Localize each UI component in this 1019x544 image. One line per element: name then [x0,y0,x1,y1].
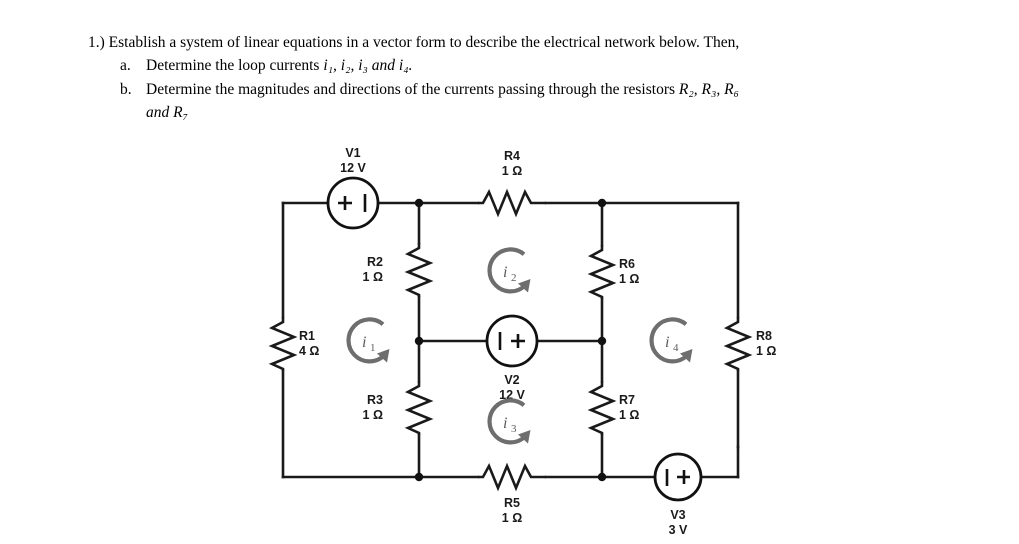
question-parts-list: a. Determine the loop currents i₁, i₂, i… [88,55,988,102]
voltage-source-V1-name: V1 [345,146,360,160]
resistor-R3: R3 1 Ω [363,381,434,435]
voltage-source-V1-value: 12 V [340,161,366,175]
voltage-source-V1-body [326,176,380,230]
resistor-R2-value: 1 Ω [363,270,383,284]
resistor-R6: R6 1 Ω [587,245,639,299]
resistor-R8-zigzag [723,317,753,371]
question-part-b: b. Determine the magnitudes and directio… [88,79,988,102]
part-b-vars: R₂, R₃, R₆ [678,81,739,99]
resistor-R5-value: 1 Ω [502,511,522,525]
resistor-R3-name: R3 [367,393,383,407]
loop-current-i1: i 1 [346,317,390,364]
loop-current-i4: i 4 [649,317,693,364]
resistor-R5-zigzag [478,462,546,492]
loop-current-i1-arc [346,317,386,364]
part-a-marker: a. [120,57,131,75]
resistor-R4-value: 1 Ω [502,164,522,178]
resistor-R7-value: 1 Ω [619,408,639,422]
question-part-a: a. Determine the loop currents i₁, i₂, i… [88,55,988,78]
junction-node-A [414,198,424,208]
resistor-R7-zigzag [587,381,617,435]
resistor-R7: R7 1 Ω [587,381,639,435]
voltage-source-V2-plus [511,334,525,348]
loop-current-i2: i 2 [487,247,531,294]
loop-current-i3: i 3 [487,398,531,445]
part-b-continuation: and R₇ [146,104,188,122]
part-a-text: Determine the loop currents i₁, i₂, i₃ a… [146,55,988,78]
resistor-R3-value: 1 Ω [363,408,383,422]
voltage-source-V2-name: V2 [504,373,519,387]
resistor-R5: R5 1 Ω [478,462,546,525]
question-block: 1.) Establish a system of linear equatio… [88,32,988,125]
loop-current-i4-subscript: 4 [673,342,679,354]
loop-current-i3-arrowhead [518,430,531,444]
junction-node-B [597,198,607,208]
resistor-R5-name: R5 [504,496,520,510]
loop-current-i1-arrowhead [377,349,390,363]
loop-current-i2-subscript: 2 [511,272,517,284]
resistor-R1-name: R1 [299,329,315,343]
loop-current-i2-label: i [503,264,507,281]
wire-network [281,201,740,479]
loop-current-i3-label: i [503,415,507,432]
part-a-text-before: Determine the loop currents [146,57,324,75]
resistor-R8: R8 1 Ω [723,317,776,371]
resistor-R8-name: R8 [756,329,772,343]
circuit-diagram: R1 4 Ω R2 1 Ω R3 1 Ω R4 1 Ω R5 1 Ω R6 1 … [0,132,1019,544]
loop-current-i3-subscript: 3 [511,423,517,435]
junction-node-D [597,336,607,346]
part-b-marker: b. [120,81,132,99]
resistor-R2: R2 1 Ω [363,243,434,297]
loop-current-i4-label: i [665,334,669,351]
voltage-source-V1: V1 12 V [326,146,380,230]
junction-node-E [414,472,424,482]
resistor-R6-value: 1 Ω [619,272,639,286]
question-stem-text: Establish a system of linear equations i… [108,34,740,51]
resistor-R1-value: 4 Ω [299,344,319,358]
voltage-source-V2-value: 12 V [499,388,525,402]
loop-current-i4-arrowhead [680,349,693,363]
loop-current-i1-label: i [362,334,366,351]
resistor-R1: R1 4 Ω [268,317,319,371]
resistor-R8-value: 1 Ω [756,344,776,358]
junction-dots [414,198,607,482]
voltage-source-V2: V2 12 V [485,314,539,402]
circuit-svg: R1 4 Ω R2 1 Ω R3 1 Ω R4 1 Ω R5 1 Ω R6 1 … [268,146,776,537]
part-a-vars: i₁, i₂, i₃ [323,57,368,75]
voltage-source-V3-value: 3 V [669,523,688,537]
voltage-source-V3-name: V3 [670,508,685,522]
resistor-R6-name: R6 [619,257,635,271]
loop-current-i1-subscript: 1 [370,342,376,354]
resistor-R2-zigzag [404,243,434,297]
resistor-R4-name: R4 [504,149,520,163]
resistor-R6-zigzag [587,245,617,299]
junction-node-C [414,336,424,346]
loop-current-i2-arc [487,247,527,294]
resistor-R2-name: R2 [367,255,383,269]
resistor-R4-zigzag [478,188,546,218]
part-b-text: Determine the magnitudes and directions … [146,79,988,102]
resistor-R1-zigzag [268,317,298,371]
question-stem: 1.) Establish a system of linear equatio… [88,32,988,54]
voltage-source-V3: V3 3 V [653,452,703,537]
voltage-source-V1-plus [338,196,352,210]
question-number: 1.) [88,34,105,51]
resistor-R3-zigzag [404,381,434,435]
part-b-text-before: Determine the magnitudes and directions … [146,81,679,99]
voltage-source-V3-plus [677,470,690,484]
loop-current-i3-arc [487,398,527,445]
junction-node-F [597,472,607,482]
resistor-R7-name: R7 [619,393,635,407]
loop-current-i4-arc [649,317,689,364]
loop-current-i2-arrowhead [518,279,531,293]
resistor-R4: R4 1 Ω [478,149,546,218]
part-a-text-after: and i₄. [367,57,413,75]
